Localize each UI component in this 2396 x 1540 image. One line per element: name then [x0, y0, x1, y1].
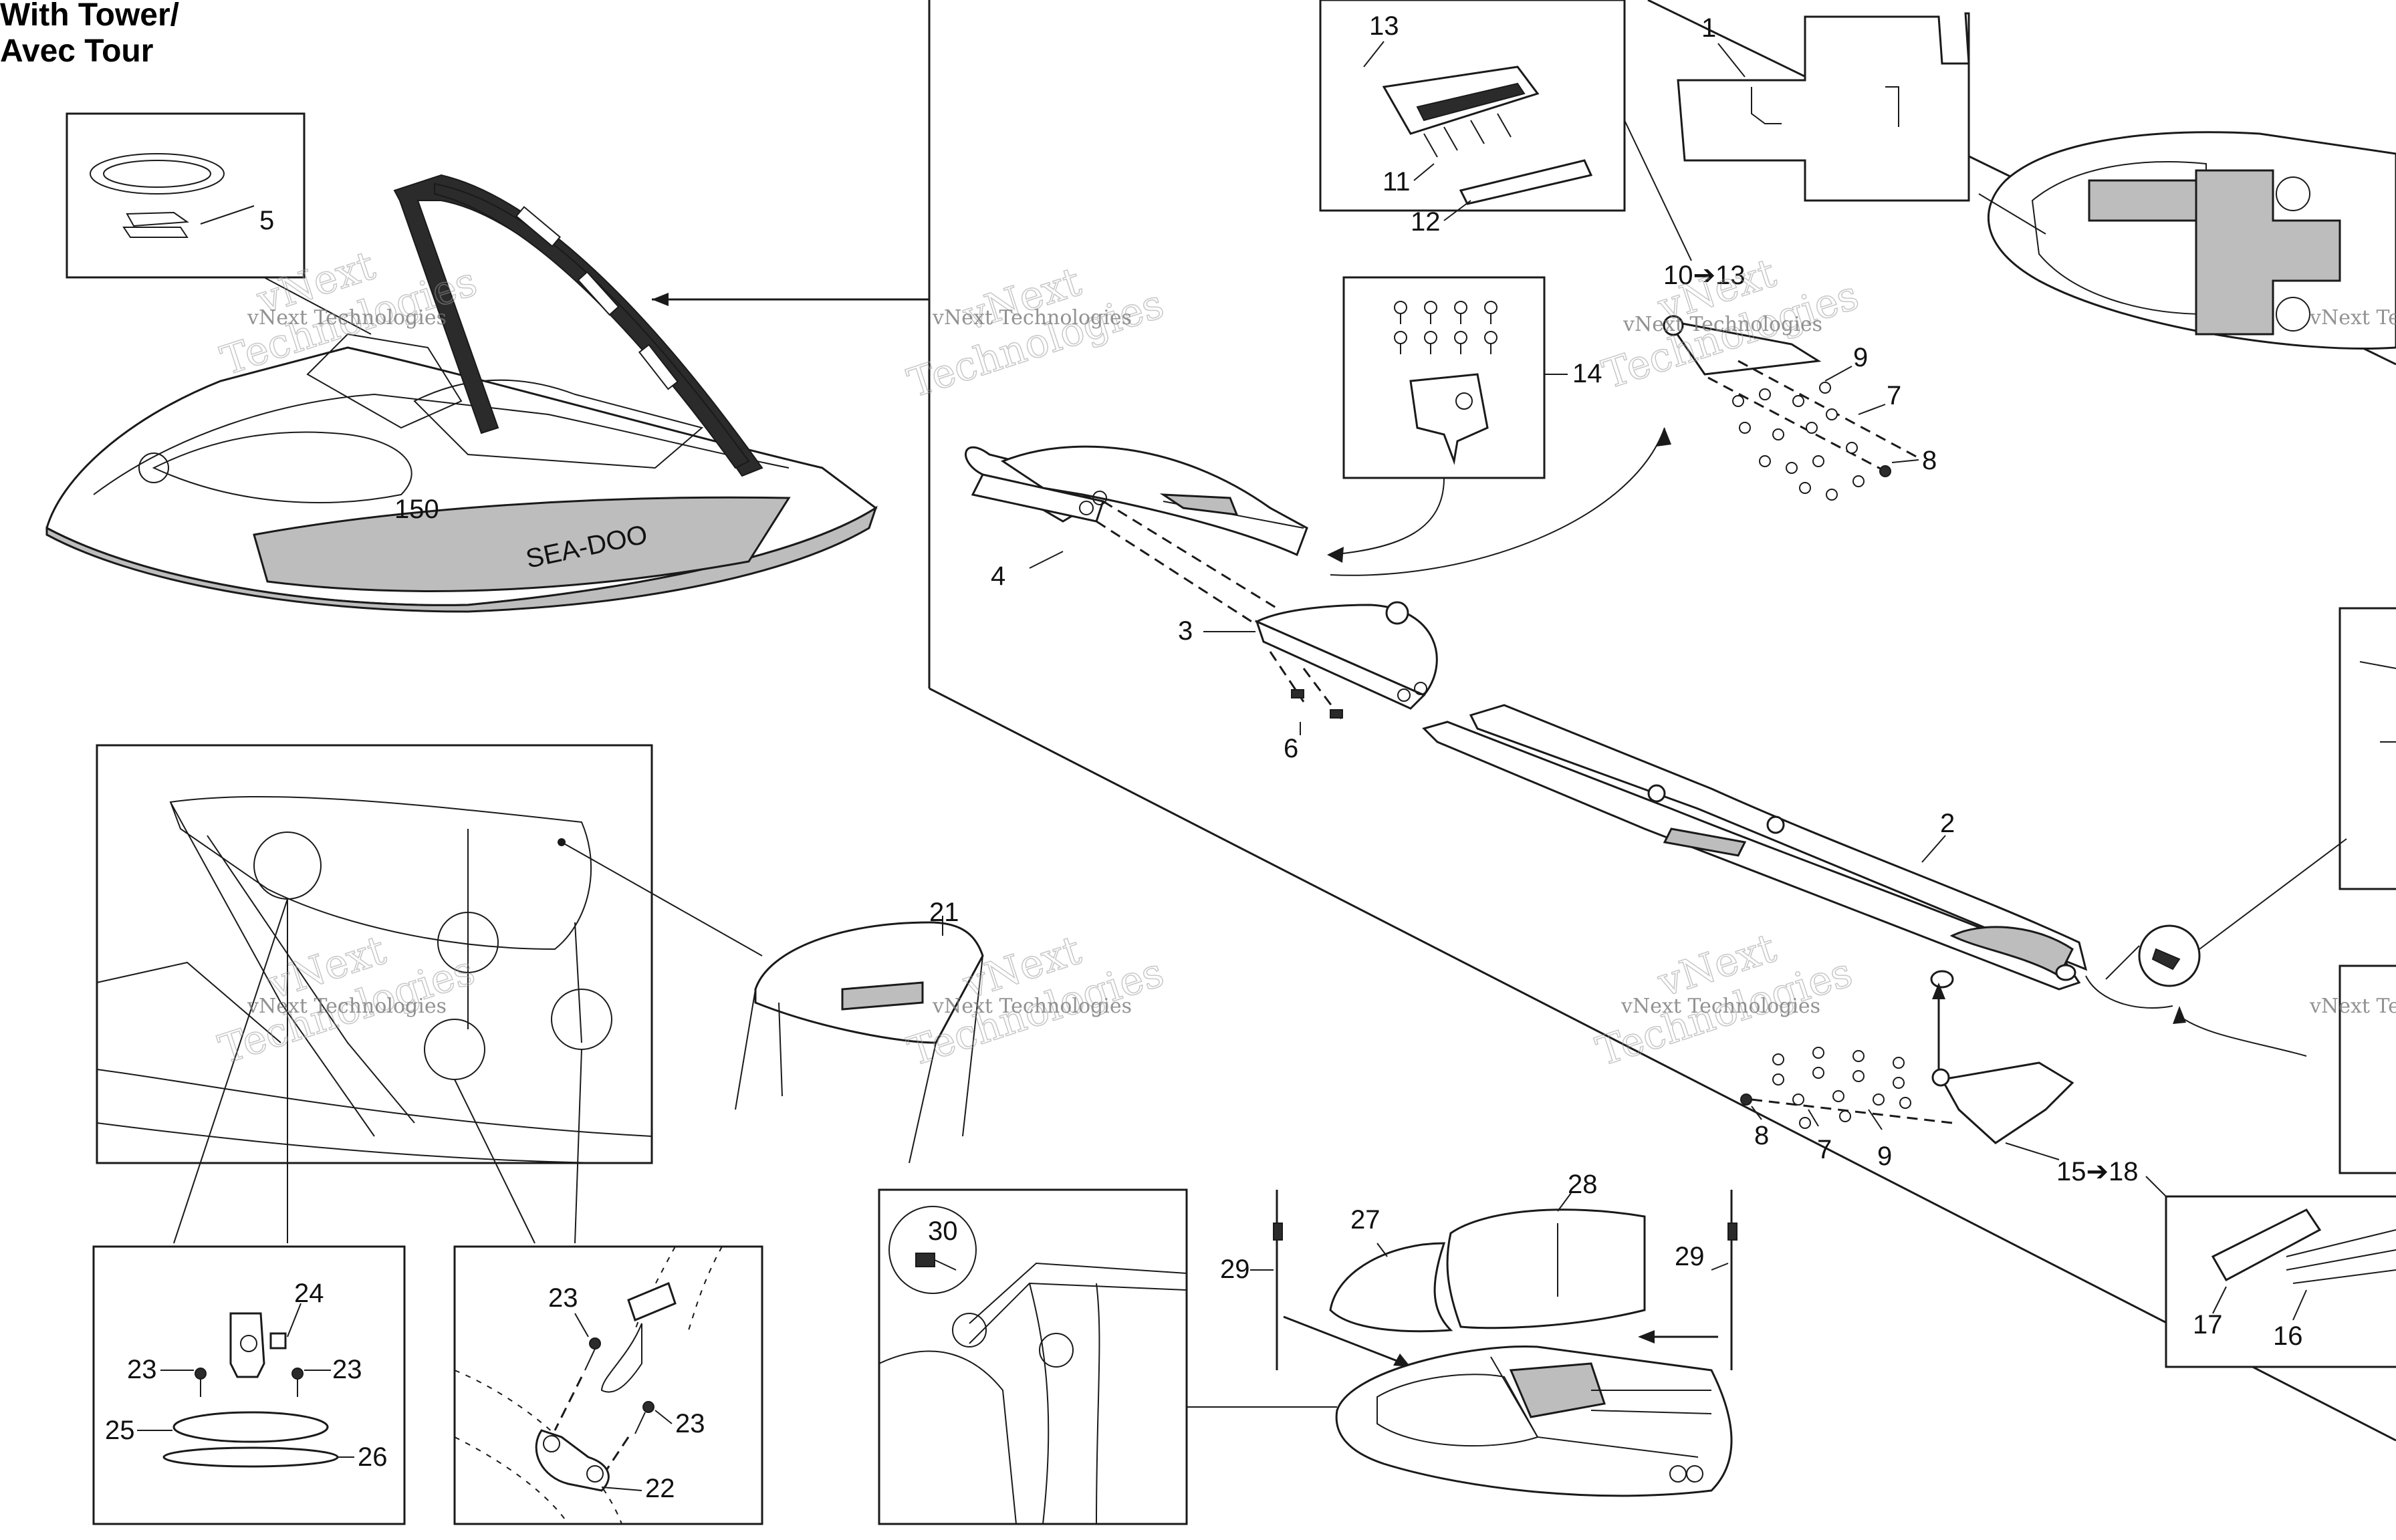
callout-11: 11: [1383, 167, 1411, 197]
callout-27: 27: [1350, 1205, 1381, 1235]
callout-22: 22: [645, 1474, 675, 1503]
callout-9-lower: 9: [1877, 1142, 1892, 1171]
bracket-assembly-parts-10-13: 10➔13 9 7 8: [1330, 261, 1937, 576]
callout-23-b: 23: [332, 1355, 362, 1384]
callout-16: 16: [2273, 1321, 2303, 1351]
hull-model-decal: 150: [394, 495, 439, 524]
callout-8-upper: 8: [1922, 446, 1937, 475]
callout-29-a: 29: [1220, 1255, 1250, 1284]
callout-30: 30: [928, 1216, 958, 1246]
watermark-label: vNext Technologies: [247, 306, 447, 330]
bracket-assembly-parts-15-18: 8 7 9 15➔18 17 16: [1740, 1047, 2396, 1368]
watermark-label: vNext Technologies: [1621, 995, 1820, 1018]
callout-23-a: 23: [127, 1355, 157, 1384]
bimini-top-install-detail: [96, 744, 763, 1244]
callout-25: 25: [105, 1416, 135, 1445]
watermark-label: vNext Technologies: [247, 995, 447, 1018]
callout-9-upper: 9: [1853, 343, 1868, 372]
diagram-title-line1: With Tower/: [0, 0, 179, 33]
callout-7-upper: 7: [1887, 381, 1901, 410]
callout-8-lower: 8: [1754, 1121, 1769, 1150]
diagram-title-line2: Avec Tour: [0, 33, 153, 69]
boat-with-tower-illustration: SEA-DOO 150: [45, 174, 878, 613]
detail-box-parts-22-23: 23 23 22: [453, 1245, 763, 1525]
callout-26: 26: [358, 1442, 388, 1472]
callout-24: 24: [294, 1279, 324, 1308]
tower-front-arm-part-4: 4: [965, 445, 1308, 626]
tower-main-tube-part-2: 2: [1422, 704, 2173, 1069]
detail-box-parts-23-26: 24 23 23 25 26: [92, 1245, 406, 1525]
callout-12: 12: [1411, 207, 1441, 237]
callout-14: 14: [1572, 359, 1602, 388]
detail-box-parts-11-13: 13 11 12: [1319, 0, 1692, 261]
callout-21: 21: [929, 898, 959, 927]
detail-box-part-14: 14: [1327, 276, 1602, 563]
watermark-label: vNext Technologies: [2309, 306, 2396, 330]
watermark-label: vNext Technologies: [932, 995, 1132, 1018]
tower-base-part-3: 3 6: [1178, 601, 1438, 763]
callout-23-c: 23: [548, 1283, 578, 1313]
callout-5: 5: [259, 206, 274, 235]
watermark-label: vNext Technologies: [932, 306, 1132, 330]
detail-box-part-30: 30: [878, 1188, 1337, 1525]
detail-box-part-5: 5: [66, 112, 372, 335]
callout-28: 28: [1568, 1170, 1598, 1199]
callout-7-lower: 7: [1817, 1135, 1832, 1164]
callout-23-d: 23: [675, 1409, 705, 1438]
callout-15-18: 15➔18: [2056, 1157, 2139, 1186]
callout-2: 2: [1940, 809, 1955, 838]
callout-29-b: 29: [1675, 1242, 1705, 1271]
watermark-label: vNext Technologies: [2309, 995, 2396, 1018]
callout-4: 4: [991, 561, 1005, 591]
cover-set-parts-27-29: 29 29 27 28: [1220, 1170, 1738, 1497]
callout-1: 1: [1701, 13, 1716, 43]
callout-10-13: 10➔13: [1663, 261, 1746, 290]
bimini-top-part-21: 21: [735, 898, 984, 1164]
callout-13: 13: [1369, 11, 1399, 41]
callout-3: 3: [1178, 616, 1193, 646]
detail-box-part-1: 1: [1677, 12, 2396, 350]
callout-6: 6: [1284, 734, 1298, 763]
watermark-label: vNext Technologies: [1623, 313, 1822, 336]
callout-17: 17: [2193, 1310, 2223, 1339]
right-edge-detail-boxes: [2105, 607, 2396, 1174]
